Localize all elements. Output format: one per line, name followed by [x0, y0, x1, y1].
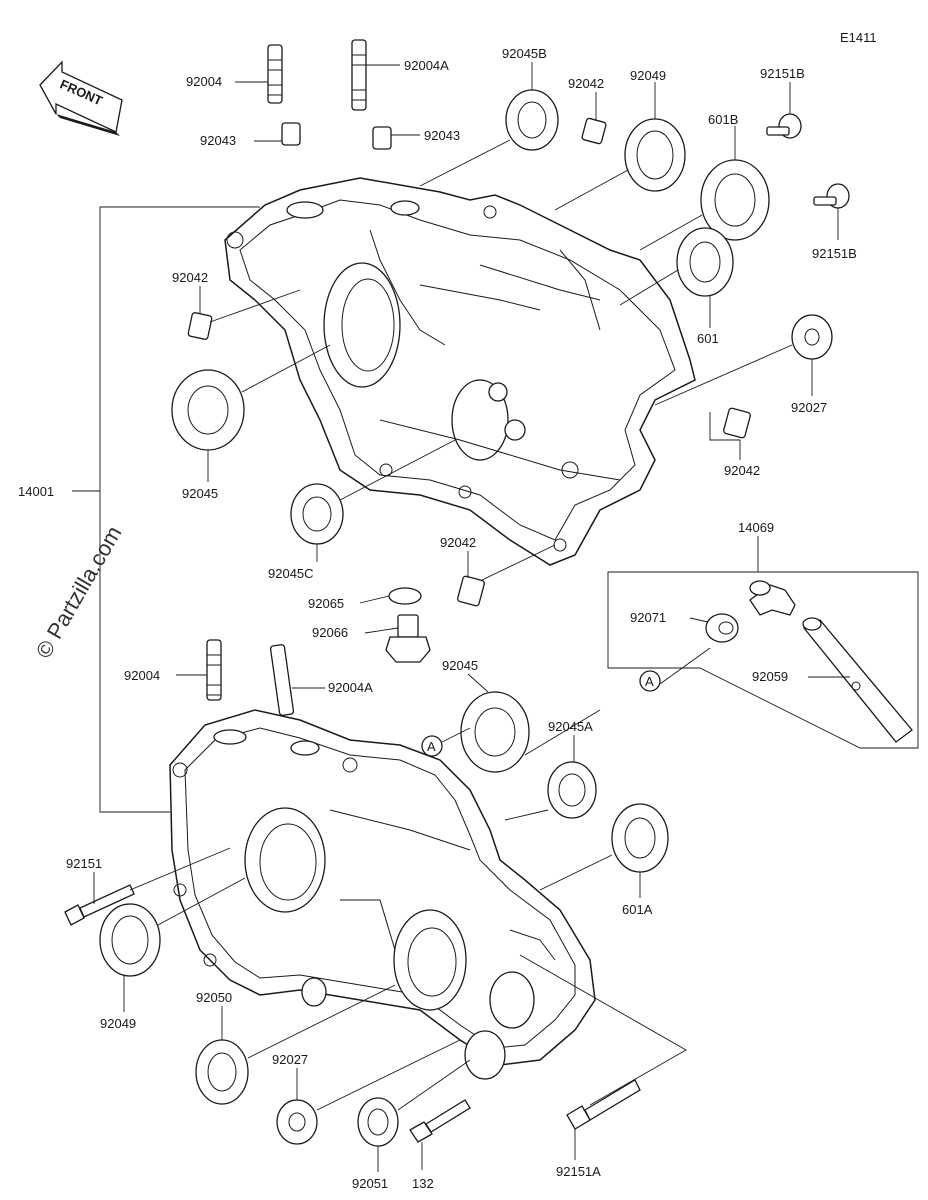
label-92042-top: 92042: [568, 76, 604, 91]
washer-92065: [388, 587, 422, 605]
bracket-14001: [72, 206, 260, 813]
oil-seal-92049-upper: [624, 118, 686, 192]
part-labels: 92004 92004A 92045B 92042 92049 92151B 9…: [18, 46, 857, 1191]
label-14069: 14069: [738, 520, 774, 535]
grommet-92071: [705, 613, 739, 643]
label-14001: 14001: [18, 484, 54, 499]
bolt-92151B-2: [813, 183, 850, 209]
label-92051: 92051: [352, 1176, 388, 1191]
bearing-92045-lower: [460, 691, 530, 773]
bolt-92151: [64, 884, 135, 926]
dowel-92042-center: [457, 575, 485, 607]
dowel-92043-right: [372, 126, 392, 150]
leader-lines: [93, 62, 850, 1172]
washer-92027-lower: [276, 1099, 318, 1145]
stud-92004A-upper: [351, 39, 367, 111]
dowel-92042-top: [581, 117, 607, 145]
label-92027-right: 92027: [791, 400, 827, 415]
bearing-92045B: [505, 89, 559, 151]
label-92151: 92151: [66, 856, 102, 871]
label-92043-left: 92043: [200, 133, 236, 148]
bolt-92151A: [566, 1079, 641, 1130]
label-92004A-top: 92004A: [404, 58, 449, 73]
oil-seal-92050: [195, 1039, 249, 1105]
label-92045-lower: 92045: [442, 658, 478, 673]
label-92071: 92071: [630, 610, 666, 625]
washer-92027-right: [791, 314, 833, 360]
label-92004-top: 92004: [186, 74, 222, 89]
label-92045C: 92045C: [268, 566, 314, 581]
drain-plug-92066: [385, 614, 431, 663]
label-92049-lower: 92049: [100, 1016, 136, 1031]
dowel-92043-left: [281, 122, 301, 146]
label-92065: 92065: [308, 596, 344, 611]
label-92004A-lower: 92004A: [328, 680, 373, 695]
ref-marker-a-lower: A: [421, 735, 443, 757]
bearing-601A: [611, 803, 669, 873]
bearing-92045C: [290, 483, 344, 545]
svg-text:A: A: [645, 674, 654, 689]
label-92049-top: 92049: [630, 68, 666, 83]
label-92050: 92050: [196, 990, 232, 1005]
svg-text:A: A: [427, 739, 436, 754]
seal-92051: [357, 1097, 399, 1147]
kit-14069-frame: [607, 571, 919, 749]
bolt-132: [409, 1099, 471, 1143]
label-92045-upper: 92045: [182, 486, 218, 501]
tube-92059: [802, 617, 913, 743]
dowel-92042-mid: [723, 407, 751, 439]
stud-92004A-lower: [269, 644, 295, 716]
label-92045B: 92045B: [502, 46, 547, 61]
label-601B: 601B: [708, 112, 738, 127]
label-601: 601: [697, 331, 719, 346]
bearing-601: [676, 227, 734, 297]
bearing-601B: [700, 159, 770, 241]
label-601A: 601A: [622, 902, 653, 917]
label-92043-right: 92043: [424, 128, 460, 143]
stud-92004-lower: [206, 639, 222, 701]
label-92045A: 92045A: [548, 719, 593, 734]
bearing-92045A: [547, 761, 597, 819]
dowel-92042-left: [187, 312, 213, 340]
diagram-code: E1411: [840, 30, 877, 45]
watermark-text: © Partzilla.com: [31, 522, 127, 663]
label-92066: 92066: [312, 625, 348, 640]
label-92151A: 92151A: [556, 1164, 601, 1179]
label-132: 132: [412, 1176, 434, 1191]
label-92151B-2: 92151B: [812, 246, 857, 261]
bolt-92151B-1: [766, 113, 802, 139]
stud-92004-upper: [267, 44, 283, 104]
label-92004-lower: 92004: [124, 668, 160, 683]
label-92151B-1: 92151B: [760, 66, 805, 81]
lower-crankcase: [169, 709, 596, 1080]
label-92042-mid: 92042: [724, 463, 760, 478]
label-92027-lower: 92027: [272, 1052, 308, 1067]
front-arrow-icon: FRONT: [39, 60, 123, 136]
label-92042-center: 92042: [440, 535, 476, 550]
oil-seal-92049-lower: [99, 903, 161, 977]
bearing-92045-upper: [171, 369, 245, 451]
upper-crankcase: [224, 177, 696, 566]
ref-marker-a-kit: A: [639, 670, 661, 692]
breather-pipe-fitting: [749, 580, 796, 616]
label-92042-left: 92042: [172, 270, 208, 285]
label-92059: 92059: [752, 669, 788, 684]
